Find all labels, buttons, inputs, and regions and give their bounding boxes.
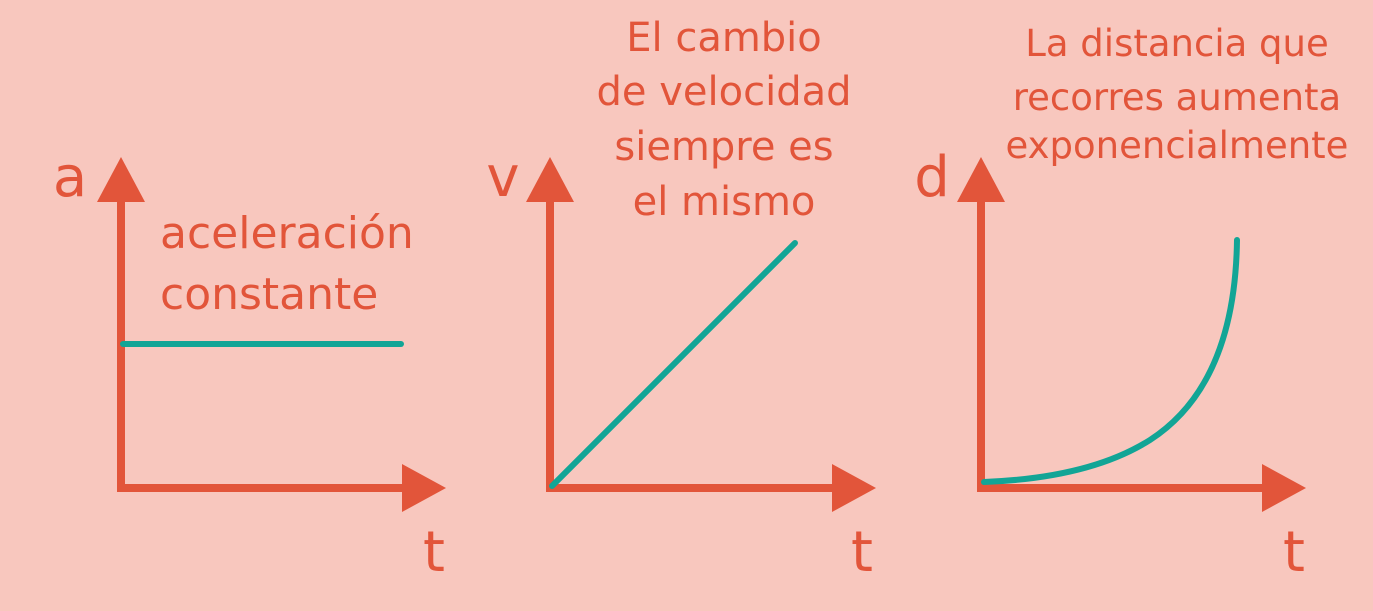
velocity-y-arrow <box>526 157 574 202</box>
acceleration-x-arrow <box>402 464 446 512</box>
distance-panel: d t La distancia que recorres aumenta ex… <box>914 22 1348 585</box>
velocity-x-label: t <box>851 520 873 585</box>
acceleration-caption-line-2: constante <box>160 269 378 320</box>
velocity-caption-line-3: siempre es <box>614 124 833 170</box>
acceleration-panel: a t aceleración constante <box>53 145 446 585</box>
distance-caption-line-3: exponencialmente <box>1006 124 1349 167</box>
velocity-caption-line-1: El cambio <box>626 15 822 61</box>
velocity-y-label: v <box>486 145 519 210</box>
distance-y-arrow <box>957 157 1005 202</box>
distance-caption-line-2: recorres aumenta <box>1013 76 1341 119</box>
acceleration-caption-line-1: aceleración <box>160 208 414 259</box>
distance-axes <box>977 195 1272 492</box>
acceleration-y-label: a <box>53 145 87 210</box>
velocity-caption-line-4: el mismo <box>633 179 816 225</box>
acceleration-x-label: t <box>423 520 445 585</box>
acceleration-y-arrow <box>97 157 145 202</box>
velocity-panel: v t El cambio de velocidad siempre es el… <box>486 15 876 585</box>
velocity-caption-line-2: de velocidad <box>597 69 852 115</box>
linear-velocity-line <box>549 240 798 489</box>
distance-x-arrow <box>1262 464 1306 512</box>
distance-x-label: t <box>1283 520 1305 585</box>
velocity-x-arrow <box>832 464 876 512</box>
distance-y-label: d <box>914 145 950 210</box>
acceleration-axes <box>117 195 412 492</box>
distance-caption-line-1: La distancia que <box>1025 22 1328 65</box>
exponential-distance-curve <box>981 237 1240 485</box>
